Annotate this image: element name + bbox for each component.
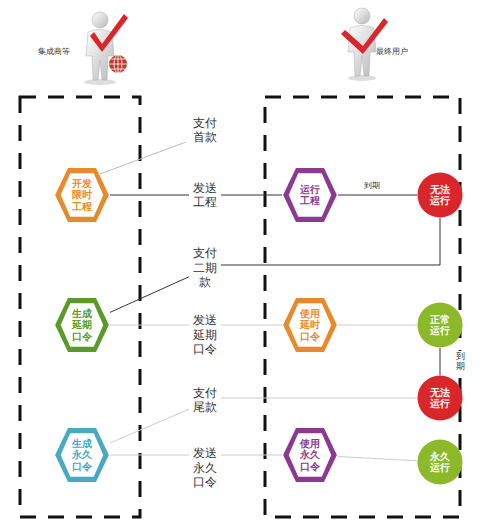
- edge-label: 支付 二期 款: [189, 245, 221, 290]
- node-text: 生成 永久 口令: [71, 438, 93, 473]
- payment-label: 支付 首款: [189, 115, 221, 146]
- node-text: 正常 运行: [429, 314, 451, 337]
- node-text: 使用 延时 口令: [299, 308, 321, 343]
- status-circle: 无法 运行: [417, 375, 463, 421]
- node-text: 运行 工程: [299, 184, 321, 207]
- status-circle: 无法 运行: [417, 172, 463, 218]
- role-label: 集成商等: [36, 46, 72, 58]
- connector-line: [338, 325, 417, 326]
- edge-label: 发送 永久 口令: [189, 445, 221, 490]
- node-text: 使用 永久 口令: [299, 438, 321, 473]
- connector-line: [338, 457, 417, 461]
- edge-label: 到期: [362, 180, 382, 192]
- edge-label: 支付 尾款: [189, 385, 221, 416]
- status-circle: 永久 运行: [417, 439, 463, 485]
- edge-label: 发送 工程: [189, 180, 221, 211]
- edge-label: 到期: [455, 351, 466, 373]
- node-text: 开发 限时 工程: [71, 178, 93, 213]
- integrator-icon: [84, 12, 128, 85]
- hexagon-node: 使用 延时 口令: [282, 297, 338, 353]
- hexagon-node: 生成 延期 口令: [54, 297, 110, 353]
- connector-line: [110, 398, 417, 443]
- edge-label: 发送 延期 口令: [189, 312, 221, 357]
- role-label: 最终用户: [374, 46, 410, 58]
- connector-line: [440, 348, 441, 375]
- hexagon-node: 生成 永久 口令: [54, 427, 110, 483]
- hexagon-node: 开发 限时 工程: [54, 167, 110, 223]
- status-circle: 正常 运行: [417, 302, 463, 348]
- node-text: 无法 运行: [429, 387, 451, 410]
- hexagon-node: 使用 永久 口令: [282, 427, 338, 483]
- hexagon-node: 运行 工程: [282, 167, 338, 223]
- leader-line: [100, 142, 186, 174]
- node-text: 生成 延期 口令: [71, 308, 93, 343]
- node-text: 无法 运行: [429, 184, 451, 207]
- connector-line: [110, 218, 440, 312]
- connector-line: [338, 195, 417, 196]
- node-text: 永久 运行: [429, 451, 451, 474]
- user-icon: [341, 8, 388, 81]
